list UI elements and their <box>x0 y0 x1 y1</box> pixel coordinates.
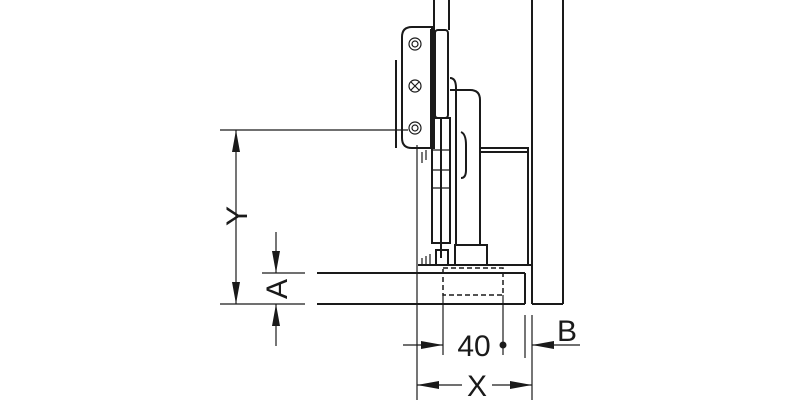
hinge <box>395 0 529 266</box>
dimension-40-label: 40 <box>457 330 490 363</box>
dimension-40-and-b: 40 B <box>403 145 580 400</box>
screw-icon <box>408 121 422 135</box>
dimension-a: A <box>261 232 305 346</box>
hidden-cup-outline <box>442 267 504 296</box>
dimension-y: Y <box>220 129 408 305</box>
dimension-a-label: A <box>261 279 294 299</box>
dimension-b-label: B <box>557 315 577 348</box>
shelf-panel <box>317 264 532 305</box>
dimension-x-label: X <box>467 370 487 400</box>
dimension-x: X <box>417 370 532 400</box>
screw-icon <box>408 37 422 51</box>
door-side-panel <box>531 0 564 305</box>
dimension-y-label: Y <box>221 206 254 226</box>
screw-cross-icon <box>408 79 422 93</box>
